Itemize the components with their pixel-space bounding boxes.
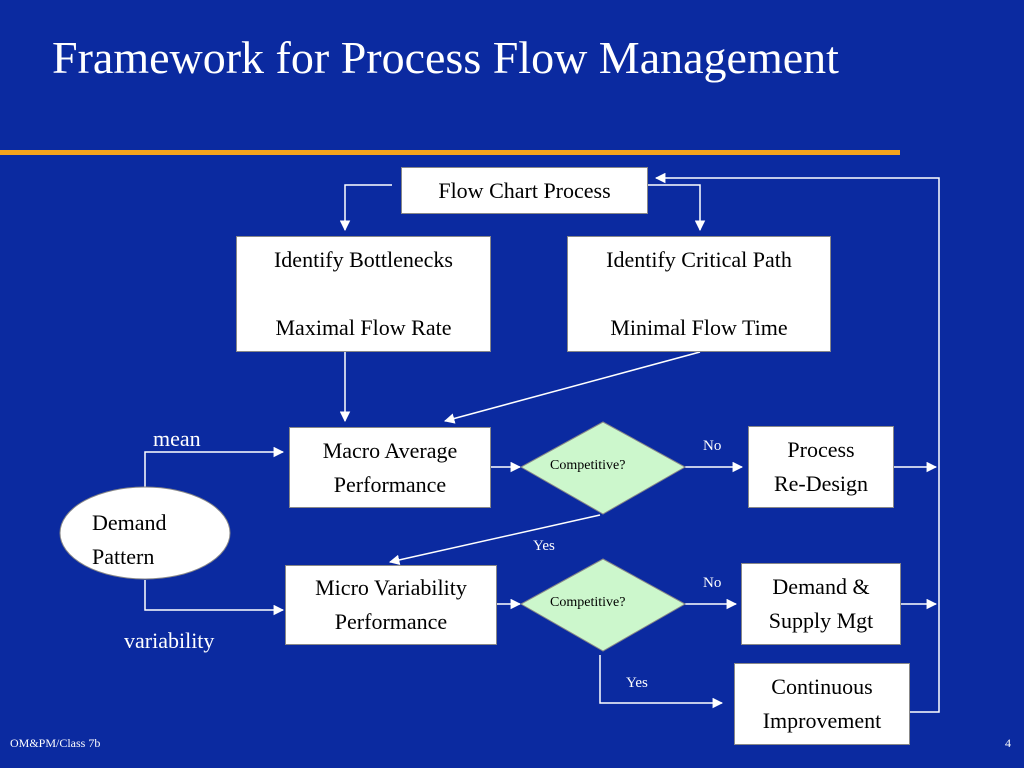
- no-label-1: No: [703, 438, 722, 454]
- macro-average-performance-box: Macro Average Performance: [289, 427, 491, 508]
- redesign-line1: Process: [787, 437, 855, 462]
- edge-flowchart-critical: [648, 184, 706, 232]
- decision1-diamond: [519, 421, 687, 515]
- no-label-2: No: [703, 575, 722, 591]
- edge-demand-micro: [144, 580, 285, 616]
- decision2-label: Competitive?: [550, 595, 626, 610]
- footer-course-label: OM&PM/Class 7b: [10, 736, 101, 750]
- demand-supply-mgt-box: Demand & Supply Mgt: [741, 563, 901, 645]
- decision2-diamond: [519, 558, 687, 652]
- title-underline: [0, 150, 900, 155]
- demand-pattern-ellipse: [59, 486, 231, 580]
- demand-line1: Demand: [92, 510, 167, 535]
- continuous-improvement-box: Continuous Improvement: [734, 663, 910, 745]
- decision1-label: Competitive?: [550, 458, 626, 473]
- ci-line1: Continuous: [771, 674, 873, 699]
- maximal-flow-rate-label: Maximal Flow Rate: [275, 315, 452, 340]
- process-redesign-box: Process Re-Design: [748, 426, 894, 508]
- mean-label: mean: [153, 426, 201, 451]
- micro-variability-performance-box: Micro Variability Performance: [285, 565, 497, 645]
- page-number: 4: [1005, 736, 1011, 750]
- identify-bottlenecks-label: Identify Bottlenecks: [273, 247, 453, 272]
- identify-bottlenecks-box: Identify Bottlenecks Maximal Flow Rate: [236, 236, 491, 352]
- identify-critical-path-box: Identify Critical Path Minimal Flow Time: [567, 236, 831, 352]
- edge-decision1-micro: [388, 514, 601, 566]
- demand-line2: Pattern: [92, 544, 155, 569]
- micro-line1: Micro Variability: [315, 575, 467, 600]
- slide-title: Framework for Process Flow Management: [52, 32, 839, 83]
- flow-chart-process-box: Flow Chart Process: [401, 167, 648, 214]
- edge-critical-macro: [443, 351, 701, 424]
- yes-label-1: Yes: [533, 538, 555, 554]
- flow-chart-process-label: Flow Chart Process: [438, 177, 611, 203]
- edge-feedback-loop: [654, 172, 940, 713]
- macro-line2: Performance: [333, 471, 447, 497]
- redesign-line2: Re-Design: [773, 471, 869, 496]
- variability-label: variability: [124, 628, 215, 653]
- dsm-line1: Demand &: [772, 574, 870, 599]
- minimal-flow-time-label: Minimal Flow Time: [610, 315, 788, 340]
- edge-flowchart-bottlenecks: [339, 184, 392, 232]
- edge-decision2-ci: [599, 655, 724, 709]
- yes-label-2: Yes: [626, 675, 648, 691]
- dsm-line2: Supply Mgt: [768, 608, 874, 633]
- macro-line1: Macro Average: [322, 437, 458, 463]
- identify-critical-path-label: Identify Critical Path: [606, 247, 792, 272]
- micro-line2: Performance: [334, 609, 448, 634]
- demand-pattern-label: Demand Pattern: [92, 506, 167, 574]
- ci-line2: Improvement: [762, 708, 882, 733]
